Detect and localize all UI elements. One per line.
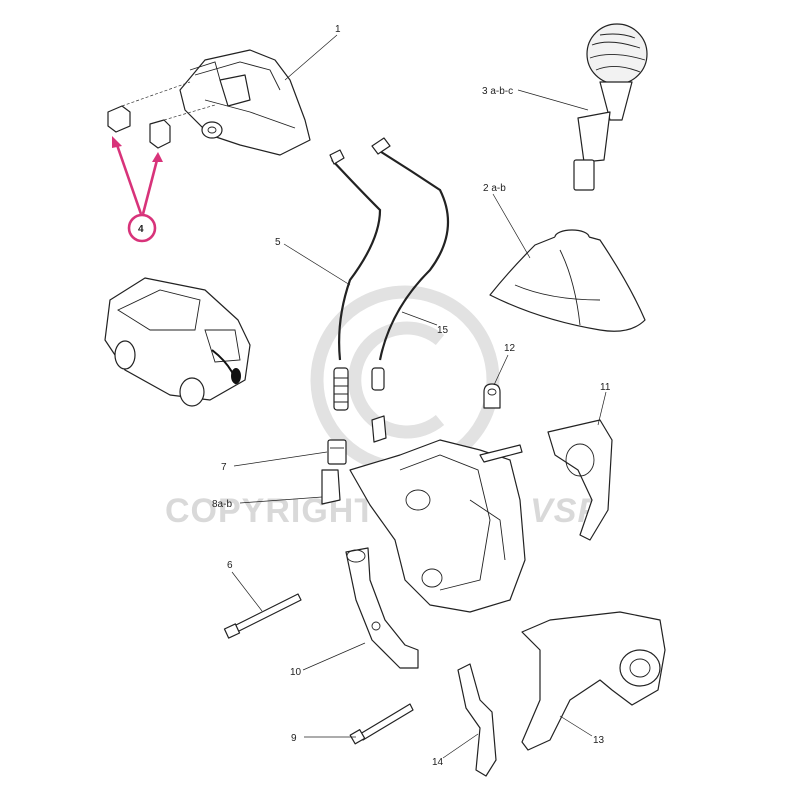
part-1-shifter-housing	[179, 49, 311, 156]
watermark-text: COPYRIGHT	[165, 492, 376, 530]
part-7-bracket	[327, 439, 347, 465]
part-3-gear-knob	[573, 23, 648, 191]
part-14-bracket	[457, 663, 497, 777]
callout-3: 3 a-b-c	[482, 86, 513, 97]
callout-6: 6	[227, 560, 233, 571]
part-5-cable	[329, 149, 382, 411]
callout-2: 2 a-b	[483, 183, 506, 194]
part-15-cable	[371, 137, 450, 443]
callout-5: 5	[275, 237, 281, 248]
part-10-lever-bracket	[345, 547, 419, 669]
part-4-highlight	[112, 136, 163, 243]
part-6-bolt	[223, 593, 302, 639]
callout-15: 15	[437, 325, 449, 336]
callout-12: 12	[504, 343, 516, 354]
callout-14: 14	[432, 757, 444, 768]
transmission-housing	[349, 439, 526, 613]
part-4-switches	[107, 81, 216, 149]
part-8-bracket	[321, 469, 341, 505]
callout-labels: 1 3 a-b-c 2 a-b 4 5 15 12 11 7 8a-b 6 10…	[138, 24, 611, 768]
callout-4: 4	[138, 224, 144, 235]
callout-9: 9	[291, 733, 297, 744]
leader-lines	[231, 34, 607, 759]
callout-10: 10	[290, 667, 302, 678]
part-9-bolt	[349, 703, 414, 745]
callout-8: 8a-b	[212, 499, 232, 510]
callout-11: 11	[600, 382, 611, 393]
part-2-gaiter-boot	[489, 229, 646, 332]
part-11-bracket	[547, 419, 613, 541]
part-13-mounting-bracket	[521, 611, 666, 751]
vehicle-sketch	[104, 277, 251, 407]
callout-7: 7	[221, 462, 227, 473]
part-12-clip	[483, 383, 501, 409]
callout-1: 1	[335, 24, 341, 35]
callout-13: 13	[593, 735, 605, 746]
